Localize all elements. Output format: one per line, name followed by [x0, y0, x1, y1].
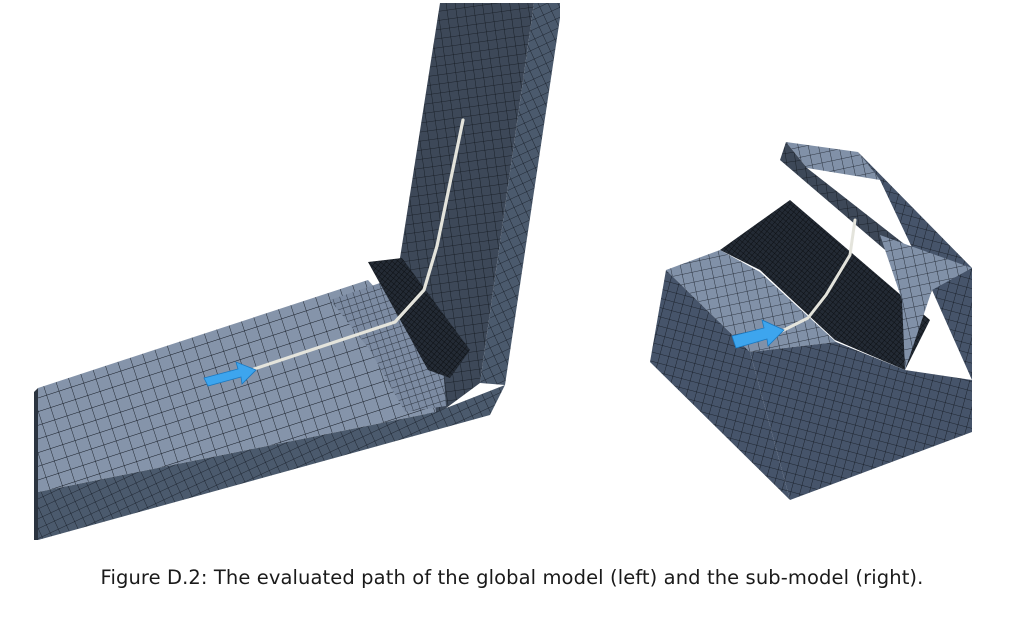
figure-illustration: [34, 3, 972, 540]
global-model: [34, 3, 560, 540]
fillet-fine-mesh: [368, 258, 470, 378]
cube-front-face: [650, 270, 790, 500]
cube-right-face: [750, 342, 972, 500]
right-top-face: [880, 235, 972, 370]
horizontal-leg-end-face: [34, 388, 38, 540]
vertical-leg-side-face: [480, 3, 560, 385]
direction-arrow-icon: [203, 361, 257, 387]
figure-caption: Figure D.2: The evaluated path of the gl…: [100, 566, 924, 589]
back-block-top-face: [786, 142, 880, 180]
refined-mesh-region: [330, 283, 446, 412]
horizontal-leg-top-face: [38, 280, 436, 492]
sub-model: [650, 142, 972, 500]
groove-fine-mesh: [720, 200, 930, 370]
horizontal-leg-front-face: [38, 385, 505, 540]
direction-arrow-icon: [731, 319, 785, 349]
evaluated-path-line: [252, 118, 465, 371]
evaluated-path-line: [780, 218, 857, 333]
